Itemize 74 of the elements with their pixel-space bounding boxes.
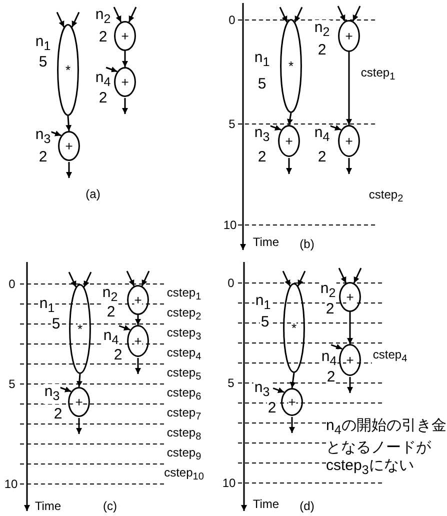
arrow xyxy=(60,386,72,392)
arrow xyxy=(286,158,292,174)
delay-value: 5 xyxy=(38,54,48,70)
arrow xyxy=(66,116,72,132)
axis-tick-label: 5 xyxy=(8,378,16,390)
axis-label: Time xyxy=(34,500,62,512)
arrow xyxy=(122,98,128,114)
arrow xyxy=(113,6,122,22)
axis-tick-label: 0 xyxy=(8,278,16,290)
arrow xyxy=(66,162,72,178)
arrow xyxy=(118,324,130,331)
axis-tick-label: 10 xyxy=(222,219,238,231)
arrow xyxy=(272,387,284,393)
arrow xyxy=(346,52,352,125)
axis-label: Time xyxy=(252,498,280,510)
arrow xyxy=(287,112,293,126)
delay-value: 2 xyxy=(316,42,328,58)
panel-label: (c) xyxy=(102,500,118,512)
arrow xyxy=(135,358,141,374)
delay-value: 5 xyxy=(50,316,62,332)
axis-tick-label: 10 xyxy=(221,477,237,489)
arrow xyxy=(347,377,353,393)
arrow xyxy=(294,6,303,23)
arrow xyxy=(353,268,362,284)
panel-label: (d) xyxy=(298,500,316,512)
arrow xyxy=(128,6,137,22)
axis-tick-label: 5 xyxy=(226,377,236,389)
arrow xyxy=(347,312,353,344)
arrow xyxy=(270,124,282,131)
arrow xyxy=(76,418,82,434)
delay-value: 2 xyxy=(324,302,336,316)
delay-value: 2 xyxy=(106,304,116,320)
arrow xyxy=(106,66,118,72)
arrow xyxy=(282,270,291,286)
arrow xyxy=(290,372,296,388)
arrow xyxy=(83,272,92,288)
axis-tick-label: 5 xyxy=(228,118,236,130)
delay-value: 2 xyxy=(98,90,108,106)
arrow xyxy=(71,12,80,28)
axis-tick-label: 10 xyxy=(3,478,19,490)
axis-tick-label: 0 xyxy=(228,14,236,26)
delay-value: 5 xyxy=(256,76,268,92)
delay-value: 2 xyxy=(52,406,64,422)
delay-value: 2 xyxy=(112,348,124,362)
delay-value: 2 xyxy=(316,150,328,164)
delay-value: 2 xyxy=(256,150,268,164)
arrow xyxy=(338,268,347,284)
arrow xyxy=(50,130,62,136)
arrow xyxy=(122,51,128,67)
panel-label: (a) xyxy=(84,188,102,200)
arrow xyxy=(297,270,306,286)
delay-value: 2 xyxy=(326,370,336,384)
arrow xyxy=(337,6,346,22)
arrow xyxy=(330,344,342,350)
arrow xyxy=(68,272,77,288)
delay-value: 2 xyxy=(38,150,48,164)
arrow xyxy=(141,270,150,286)
arrow xyxy=(289,417,295,433)
arrow xyxy=(279,6,288,23)
arrow xyxy=(126,270,135,286)
arrow xyxy=(76,374,82,388)
arrow xyxy=(56,12,65,28)
delay-value: 2 xyxy=(266,400,278,416)
axis-label: Time xyxy=(252,236,280,248)
panel-label: (b) xyxy=(298,238,316,250)
arrow xyxy=(352,6,361,22)
arrow xyxy=(330,124,342,131)
cstep-label: cstep$_{4}$ xyxy=(372,348,408,366)
arrow xyxy=(346,158,352,174)
delay-value: 2 xyxy=(98,30,108,44)
node-name: n$_{3}$ xyxy=(43,384,61,404)
axis-tick-label: 0 xyxy=(226,277,236,289)
arrow xyxy=(135,315,141,325)
delay-value: 5 xyxy=(260,314,270,330)
